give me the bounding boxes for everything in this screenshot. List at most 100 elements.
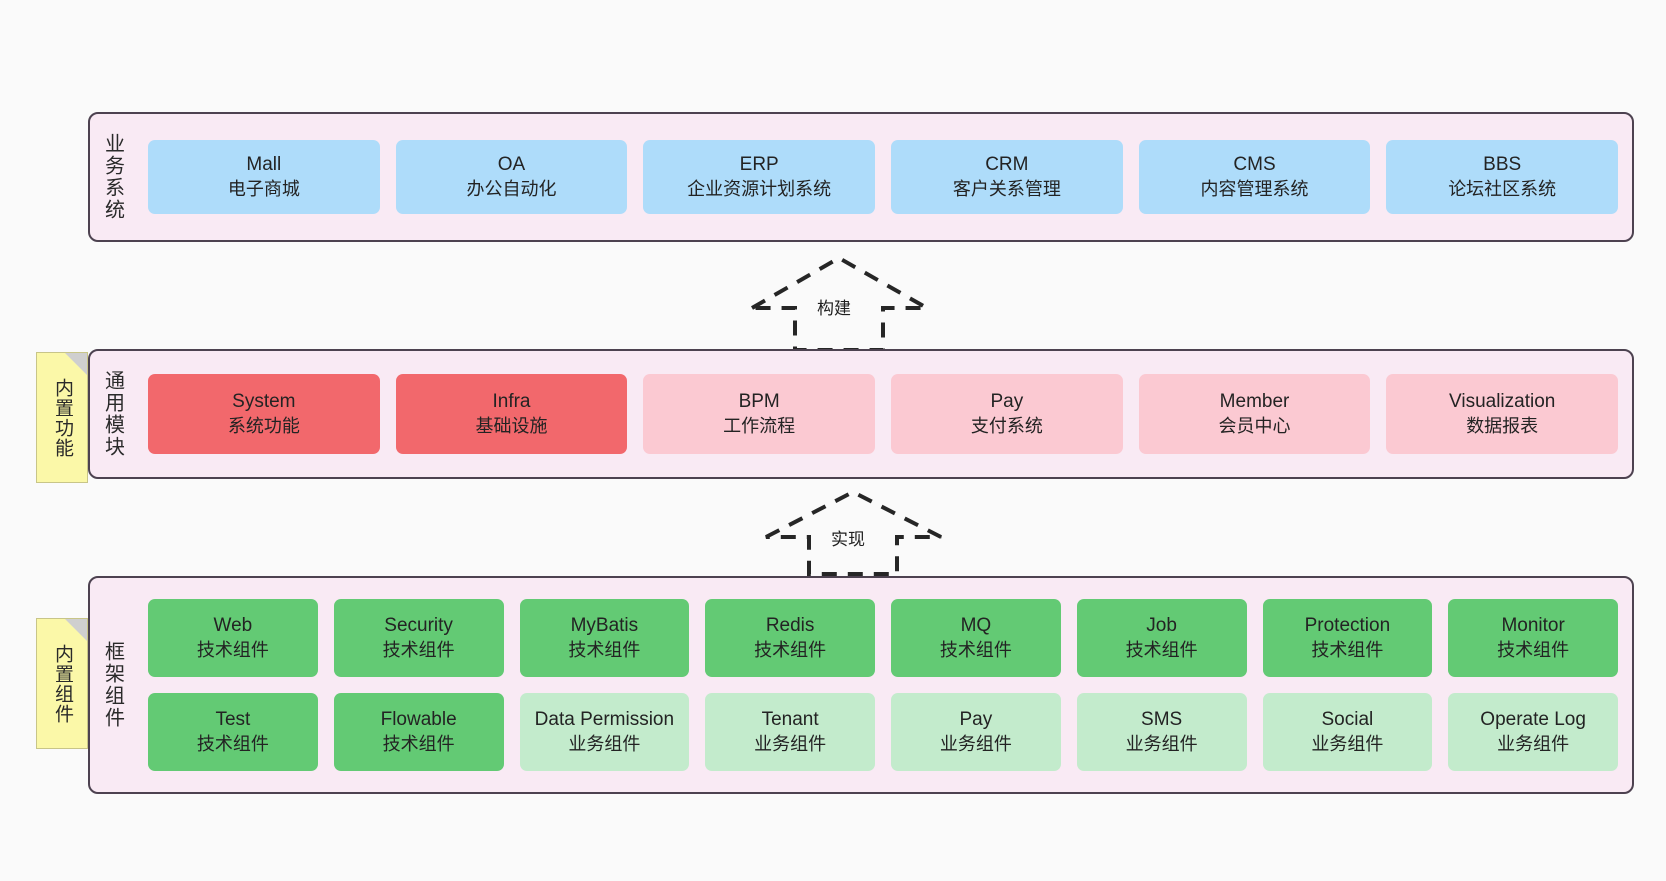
node-redis[interactable]: Redis 技术组件 bbox=[705, 599, 875, 677]
node-operate-log-title: Operate Log bbox=[1480, 708, 1586, 730]
node-erp-subtitle: 企业资源计划系统 bbox=[687, 178, 832, 199]
framework-row-business: Test 技术组件 Flowable 技术组件 Data Permission … bbox=[148, 693, 1618, 771]
generalization-arrow-implement-glyph bbox=[765, 489, 942, 576]
node-crm-title: CRM bbox=[985, 153, 1029, 175]
node-infra-title: Infra bbox=[492, 390, 531, 412]
node-mq-subtitle: 技术组件 bbox=[939, 639, 1012, 660]
node-operate-log[interactable]: Operate Log 业务组件 bbox=[1448, 693, 1618, 771]
node-protection-title: Protection bbox=[1304, 614, 1391, 636]
node-mall-subtitle: 电子商城 bbox=[227, 178, 300, 199]
layer-common-modules: 通用模块 System 系统功能 Infra 基础设施 BPM 工作流程 Pay… bbox=[88, 349, 1634, 479]
node-mall-title: Mall bbox=[246, 153, 282, 175]
node-data-permission-title: Data Permission bbox=[534, 708, 675, 730]
node-infra[interactable]: Infra 基础设施 bbox=[395, 374, 628, 454]
node-test-title: Test bbox=[215, 708, 251, 730]
layer-framework-components-label: 框架组件 bbox=[101, 641, 124, 729]
node-pay-module-title: Pay bbox=[990, 390, 1024, 412]
node-system-subtitle: 系统功能 bbox=[227, 415, 300, 436]
node-oa-title: OA bbox=[497, 153, 526, 175]
node-security[interactable]: Security 技术组件 bbox=[333, 599, 504, 677]
node-member-subtitle: 会员中心 bbox=[1218, 415, 1291, 436]
node-tenant-subtitle: 业务组件 bbox=[754, 733, 827, 754]
node-security-subtitle: 技术组件 bbox=[382, 639, 455, 660]
sticky-note-builtin-components: 内置组件 bbox=[36, 618, 88, 749]
node-sms-title: SMS bbox=[1141, 708, 1183, 730]
node-social-title: Social bbox=[1321, 708, 1374, 730]
layer-framework-components-body: Web 技术组件 Security 技术组件 MyBatis 技术组件 Redi… bbox=[134, 578, 1632, 792]
node-system-title: System bbox=[232, 390, 296, 412]
generalization-arrow-build: 构建 bbox=[744, 255, 935, 352]
node-pay-module[interactable]: Pay 支付系统 bbox=[891, 374, 1123, 454]
node-monitor-title: Monitor bbox=[1501, 614, 1565, 636]
node-member[interactable]: Member 会员中心 bbox=[1138, 374, 1371, 454]
node-social-subtitle: 业务组件 bbox=[1311, 733, 1384, 754]
node-flowable[interactable]: Flowable 技术组件 bbox=[333, 693, 504, 771]
node-infra-subtitle: 基础设施 bbox=[475, 415, 548, 436]
node-redis-title: Redis bbox=[765, 614, 815, 636]
node-job-subtitle: 技术组件 bbox=[1125, 639, 1198, 660]
node-member-title: Member bbox=[1219, 390, 1290, 412]
generalization-arrow-build-label: 构建 bbox=[814, 294, 854, 319]
framework-row-technical: Web 技术组件 Security 技术组件 MyBatis 技术组件 Redi… bbox=[148, 599, 1618, 677]
node-social[interactable]: Social 业务组件 bbox=[1262, 693, 1433, 771]
node-monitor-subtitle: 技术组件 bbox=[1497, 639, 1570, 660]
node-erp[interactable]: ERP 企业资源计划系统 bbox=[643, 140, 876, 214]
node-web-subtitle: 技术组件 bbox=[196, 639, 269, 660]
sticky-note-fold-icon bbox=[65, 353, 87, 375]
generalization-arrow-implement-label: 实现 bbox=[828, 525, 868, 550]
node-protection[interactable]: Protection 技术组件 bbox=[1262, 599, 1433, 677]
business-row: Mall 电子商城 OA 办公自动化 ERP 企业资源计划系统 CRM 客户关系… bbox=[148, 140, 1619, 214]
sticky-note-builtin-features-label: 内置功能 bbox=[51, 377, 73, 458]
layer-business-system: 业务系统 Mall 电子商城 OA 办公自动化 ERP 企业资源计划系统 CRM… bbox=[88, 112, 1634, 242]
node-web-title: Web bbox=[213, 614, 253, 636]
node-cms-title: CMS bbox=[1233, 153, 1276, 175]
node-web[interactable]: Web 技术组件 bbox=[148, 599, 318, 677]
node-visualization[interactable]: Visualization 数据报表 bbox=[1386, 374, 1619, 454]
node-sms[interactable]: SMS 业务组件 bbox=[1076, 693, 1247, 771]
node-test-subtitle: 技术组件 bbox=[196, 733, 269, 754]
node-bpm-title: BPM bbox=[738, 390, 780, 412]
node-pay-component-subtitle: 业务组件 bbox=[939, 733, 1012, 754]
node-job[interactable]: Job 技术组件 bbox=[1076, 599, 1247, 677]
generalization-arrow-build-glyph bbox=[744, 255, 935, 352]
node-pay-component-title: Pay bbox=[959, 708, 993, 730]
node-data-permission[interactable]: Data Permission 业务组件 bbox=[519, 693, 690, 771]
node-bbs[interactable]: BBS 论坛社区系统 bbox=[1386, 140, 1619, 214]
node-bpm-subtitle: 工作流程 bbox=[723, 415, 796, 436]
node-crm-subtitle: 客户关系管理 bbox=[952, 178, 1061, 199]
sticky-note-fold-icon bbox=[65, 619, 87, 641]
layer-framework-components: 框架组件 Web 技术组件 Security 技术组件 MyBatis 技术组件… bbox=[88, 576, 1634, 794]
node-crm[interactable]: CRM 客户关系管理 bbox=[891, 140, 1123, 214]
node-bbs-subtitle: 论坛社区系统 bbox=[1448, 178, 1557, 199]
node-data-permission-subtitle: 业务组件 bbox=[568, 733, 641, 754]
node-oa-subtitle: 办公自动化 bbox=[466, 178, 557, 199]
node-monitor[interactable]: Monitor 技术组件 bbox=[1448, 599, 1618, 677]
node-erp-title: ERP bbox=[739, 153, 779, 175]
node-mall[interactable]: Mall 电子商城 bbox=[148, 140, 380, 214]
node-flowable-title: Flowable bbox=[380, 708, 457, 730]
node-redis-subtitle: 技术组件 bbox=[754, 639, 827, 660]
node-bbs-title: BBS bbox=[1483, 153, 1522, 175]
modules-row: System 系统功能 Infra 基础设施 BPM 工作流程 Pay 支付系统… bbox=[148, 374, 1619, 454]
node-mybatis-subtitle: 技术组件 bbox=[568, 639, 641, 660]
node-protection-subtitle: 技术组件 bbox=[1311, 639, 1384, 660]
node-mq-title: MQ bbox=[960, 614, 992, 636]
layer-common-modules-label: 通用模块 bbox=[101, 370, 124, 458]
node-test[interactable]: Test 技术组件 bbox=[148, 693, 318, 771]
node-bpm[interactable]: BPM 工作流程 bbox=[643, 374, 876, 454]
node-visualization-title: Visualization bbox=[1449, 390, 1556, 412]
node-flowable-subtitle: 技术组件 bbox=[382, 733, 455, 754]
node-tenant[interactable]: Tenant 业务组件 bbox=[705, 693, 875, 771]
node-pay-component[interactable]: Pay 业务组件 bbox=[891, 693, 1061, 771]
layer-business-system-body: Mall 电子商城 OA 办公自动化 ERP 企业资源计划系统 CRM 客户关系… bbox=[134, 114, 1632, 240]
node-job-title: Job bbox=[1146, 614, 1177, 636]
node-mybatis-title: MyBatis bbox=[570, 614, 639, 636]
node-cms[interactable]: CMS 内容管理系统 bbox=[1138, 140, 1371, 214]
node-mybatis[interactable]: MyBatis 技术组件 bbox=[519, 599, 690, 677]
node-operate-log-subtitle: 业务组件 bbox=[1497, 733, 1570, 754]
node-system[interactable]: System 系统功能 bbox=[148, 374, 380, 454]
node-tenant-title: Tenant bbox=[761, 708, 819, 730]
node-oa[interactable]: OA 办公自动化 bbox=[395, 140, 628, 214]
node-mq[interactable]: MQ 技术组件 bbox=[891, 599, 1061, 677]
